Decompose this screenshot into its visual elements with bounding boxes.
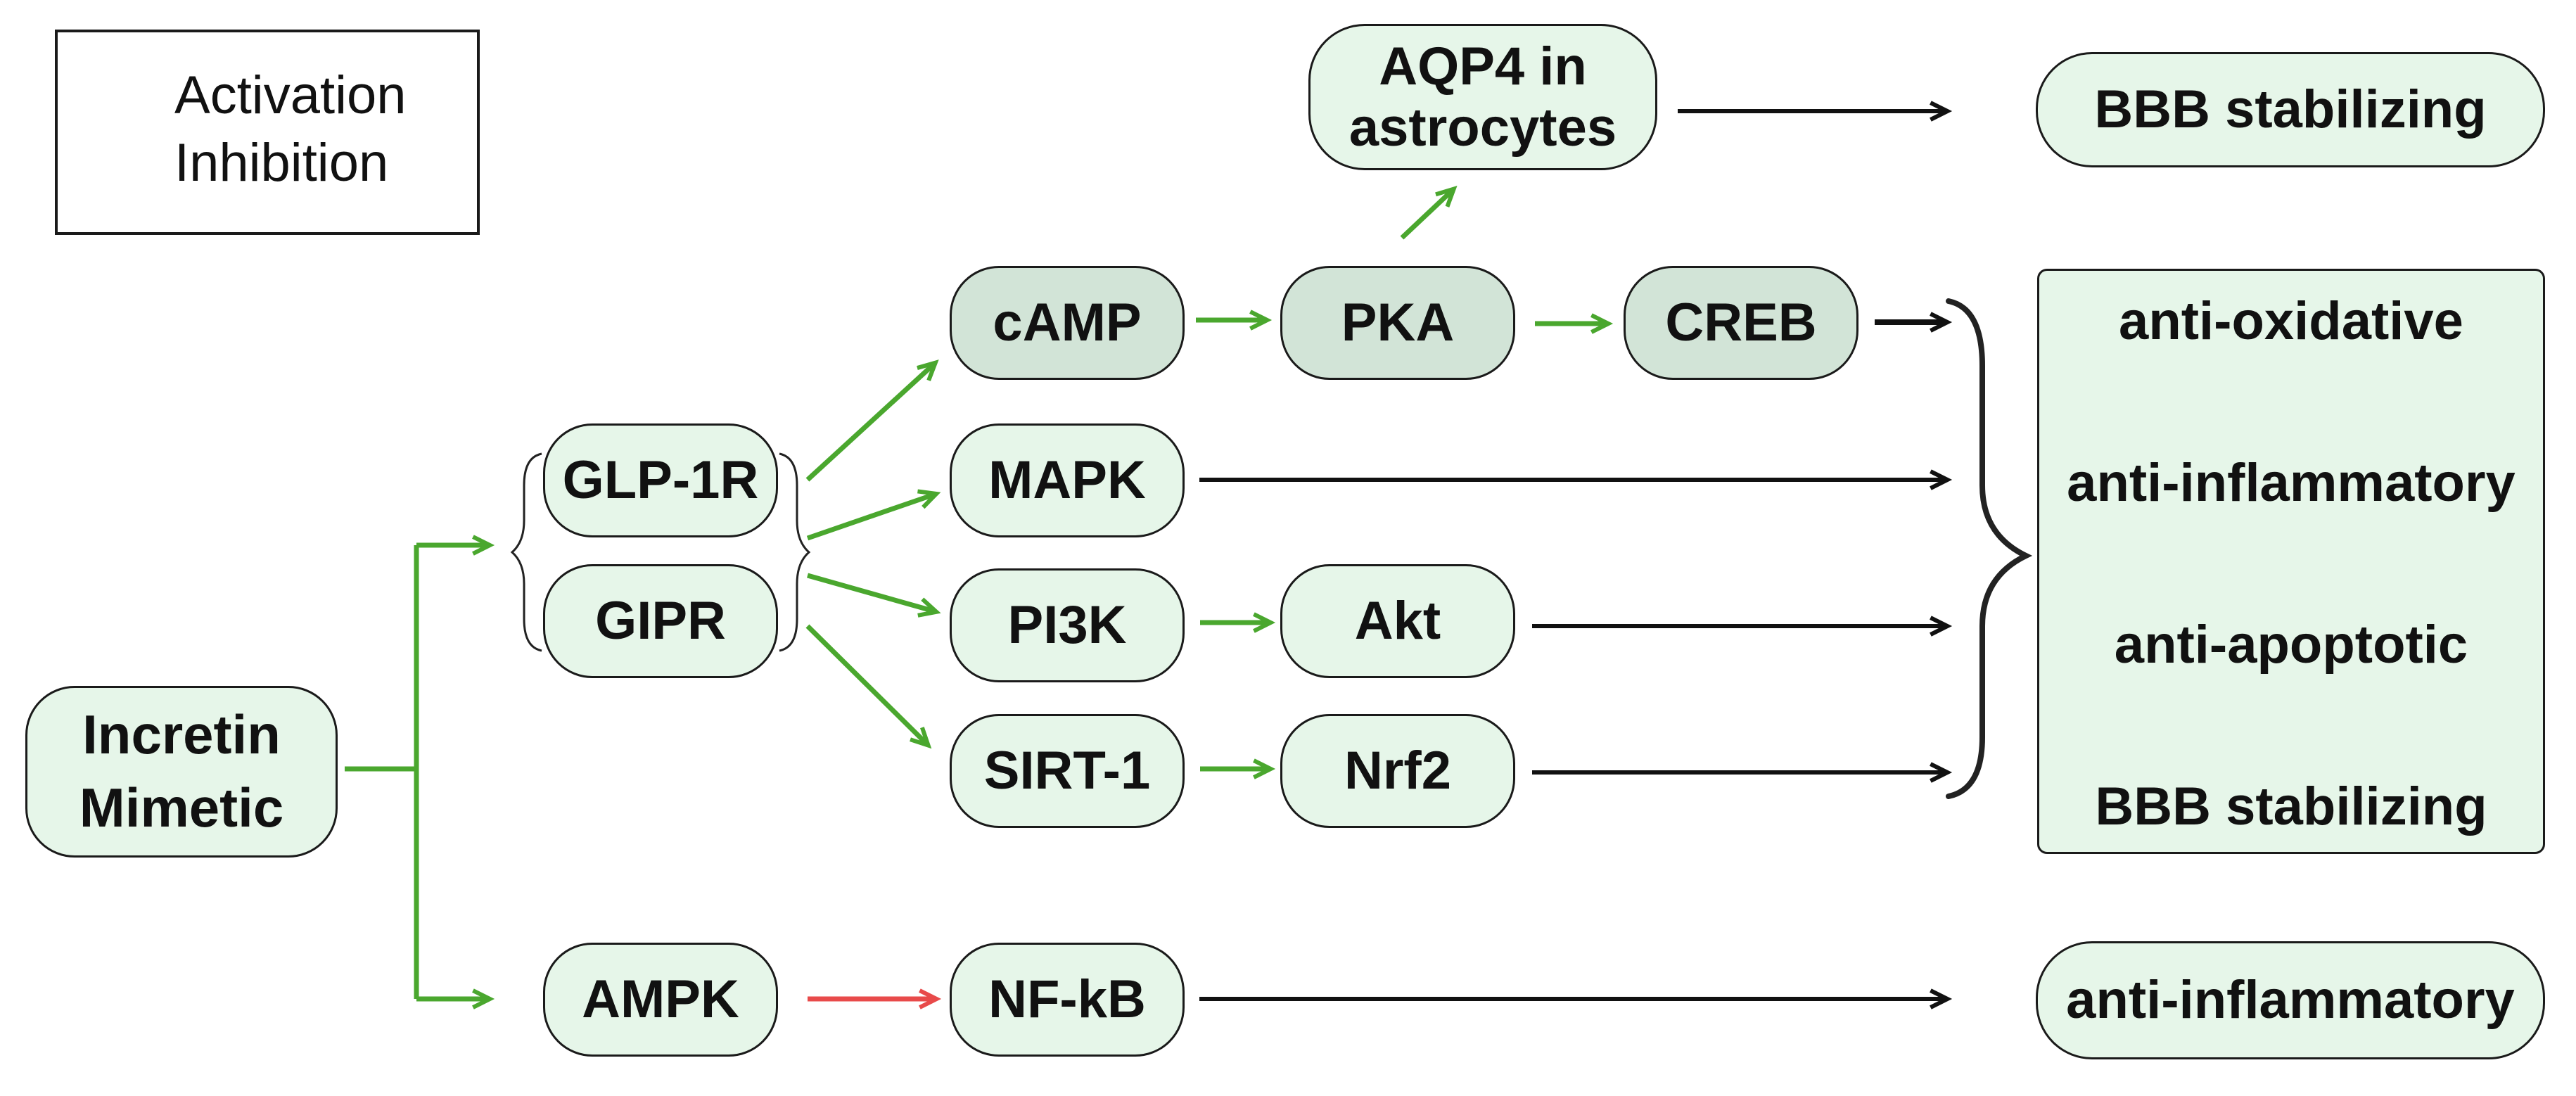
receptor-right-brace xyxy=(779,452,811,652)
outcome-bbb-stabilizing-top: BBB stabilizing xyxy=(2036,52,2545,167)
outcome-group-item: anti-oxidative xyxy=(2119,291,2463,351)
legend: Activation Inhibition xyxy=(55,30,480,235)
edge-incretin-trunk xyxy=(345,545,419,999)
outcome-group-item: BBB stabilizing xyxy=(2095,777,2487,836)
node-pi3k: PI3K xyxy=(950,568,1185,682)
node-pka: PKA xyxy=(1280,266,1515,380)
edge-receptors-to-mapk xyxy=(806,489,941,541)
edge-receptors-to-camp xyxy=(805,359,939,482)
node-creb: CREB xyxy=(1624,266,1858,380)
node-gipr: GIPR xyxy=(543,564,778,678)
outcome-group: anti-oxidative anti-inflammatory anti-ap… xyxy=(2037,269,2545,854)
node-ampk: AMPK xyxy=(543,943,778,1057)
outcome-group-brace xyxy=(1946,298,2033,799)
node-nrf2: Nrf2 xyxy=(1280,714,1515,828)
node-camp: cAMP xyxy=(950,266,1185,380)
node-aqp4-line1: AQP4 in xyxy=(1379,36,1587,96)
outcome-group-item: anti-apoptotic xyxy=(2114,615,2468,675)
outcome-anti-inflammatory-bottom: anti-inflammatory xyxy=(2036,941,2545,1059)
node-sirt1: SIRT-1 xyxy=(950,714,1185,828)
receptor-left-brace xyxy=(510,452,542,652)
edge-pka-to-aqp4 xyxy=(1400,186,1458,240)
node-mapk: MAPK xyxy=(950,423,1185,537)
outcome-group-item: anti-inflammatory xyxy=(2067,453,2516,513)
node-incretin-mimetic: Incretin Mimetic xyxy=(25,686,338,858)
legend-activation-label: Activation xyxy=(174,65,407,125)
node-akt: Akt xyxy=(1280,564,1515,678)
node-glp1r: GLP-1R xyxy=(543,423,778,537)
node-incretin-line2: Mimetic xyxy=(79,777,284,839)
legend-inhibition-label: Inhibition xyxy=(174,133,389,193)
node-aqp4: AQP4 in astrocytes xyxy=(1308,24,1657,170)
edge-receptors-to-pi3k xyxy=(807,573,941,618)
edge-receptors-to-sirt1 xyxy=(805,624,932,749)
node-nfkb: NF-kB xyxy=(950,943,1185,1057)
node-aqp4-line2: astrocytes xyxy=(1348,98,1617,158)
node-incretin-line1: Incretin xyxy=(82,703,281,766)
